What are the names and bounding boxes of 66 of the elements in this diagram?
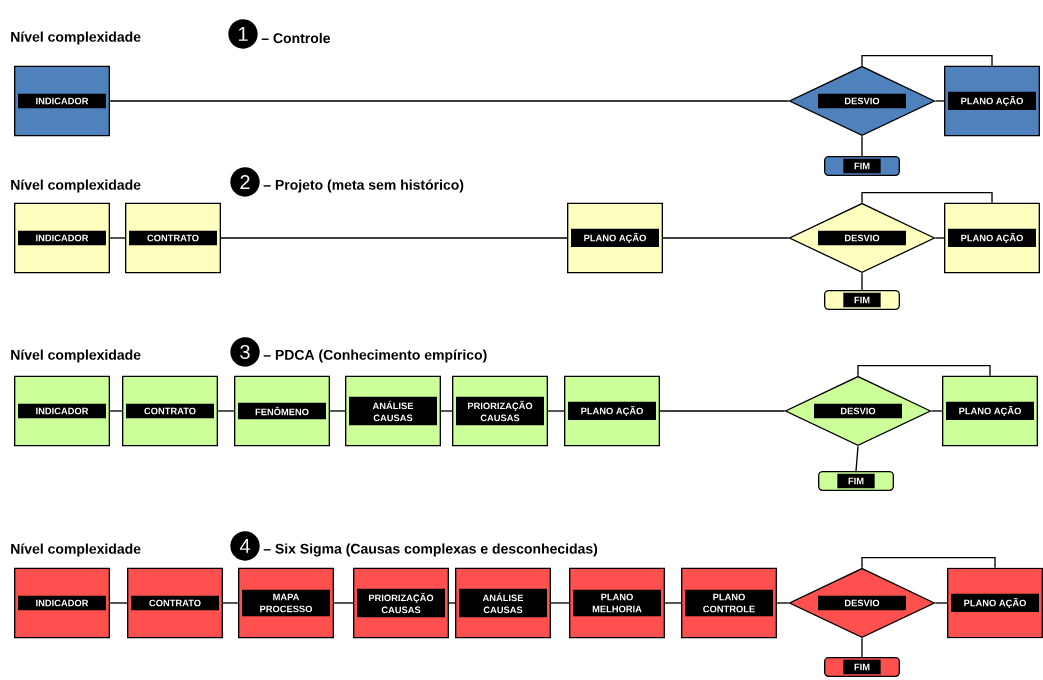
connector	[448, 602, 456, 604]
connector	[659, 410, 786, 412]
connector	[550, 602, 570, 604]
connector	[109, 410, 123, 412]
number-badge: 1	[228, 19, 258, 49]
number-badge: 3	[230, 337, 260, 367]
heading-text: – Controle	[261, 32, 330, 44]
process-box: PLANO AÇÃO	[947, 567, 1043, 639]
process-box: FENÔMENO	[234, 375, 330, 447]
connector	[220, 237, 568, 239]
connector	[930, 410, 943, 412]
connector	[861, 272, 863, 291]
process-box: MAPA PROCESSO	[238, 567, 334, 639]
process-box: PLANO AÇÃO	[944, 202, 1040, 274]
number-badge: 2	[230, 167, 260, 197]
connector	[109, 602, 128, 604]
connector	[855, 445, 859, 472]
connector	[329, 410, 346, 412]
process-box: PLANO AÇÃO	[942, 375, 1038, 447]
process-box: CONTRATO	[122, 375, 218, 447]
connector	[934, 602, 948, 604]
heading-text: Nível complexidade	[11, 543, 141, 557]
heading-text: – Projeto (meta sem histórico)	[263, 179, 464, 193]
connector	[861, 192, 993, 204]
process-box: INDICADOR	[14, 567, 110, 639]
process-box: INDICADOR	[14, 202, 110, 274]
end-terminal: FIM	[818, 471, 894, 491]
process-box: PLANO AÇÃO	[944, 65, 1040, 137]
heading-text: Nível complexidade	[11, 349, 141, 363]
process-box: PLANO CONTROLE	[681, 567, 777, 639]
end-terminal: FIM	[824, 657, 900, 677]
process-box: ANÁLISE CAUSAS	[345, 375, 441, 447]
end-terminal: FIM	[824, 290, 900, 310]
process-box: PLANO AÇÃO	[567, 202, 663, 274]
connector	[222, 602, 239, 604]
heading-text: – PDCA (Conhecimento empírico)	[263, 349, 487, 363]
process-box: CONTRATO	[125, 202, 221, 274]
process-box: INDICADOR	[14, 65, 110, 137]
heading-text: Nível complexidade	[11, 179, 141, 193]
connector	[934, 237, 945, 239]
connector	[109, 237, 126, 239]
heading-text: Nível complexidade	[11, 31, 141, 45]
process-box: ANÁLISE CAUSAS	[455, 567, 551, 639]
connector	[440, 410, 453, 412]
process-box: PLANO AÇÃO	[564, 375, 660, 447]
connector	[662, 237, 790, 239]
heading-text: – Six Sigma (Causas complexas e desconhecidas)	[263, 543, 598, 557]
number-badge: 4	[230, 531, 260, 561]
connector	[861, 637, 863, 658]
connector	[333, 602, 354, 604]
process-box: PLANO MELHORIA	[569, 567, 665, 639]
connector	[861, 557, 996, 569]
connector	[109, 100, 790, 102]
end-terminal: FIM	[824, 156, 900, 176]
connector	[776, 602, 790, 604]
process-box: CONTRATO	[127, 567, 223, 639]
connector	[861, 55, 993, 67]
connector	[217, 410, 235, 412]
connector	[861, 135, 863, 157]
connector	[934, 100, 945, 102]
process-box: PRIORIZAÇÃO CAUSAS	[452, 375, 548, 447]
connector	[547, 410, 565, 412]
process-box: PRIORIZAÇÃO CAUSAS	[353, 567, 449, 639]
process-box: INDICADOR	[14, 375, 110, 447]
connector	[857, 365, 991, 377]
connector	[664, 602, 682, 604]
